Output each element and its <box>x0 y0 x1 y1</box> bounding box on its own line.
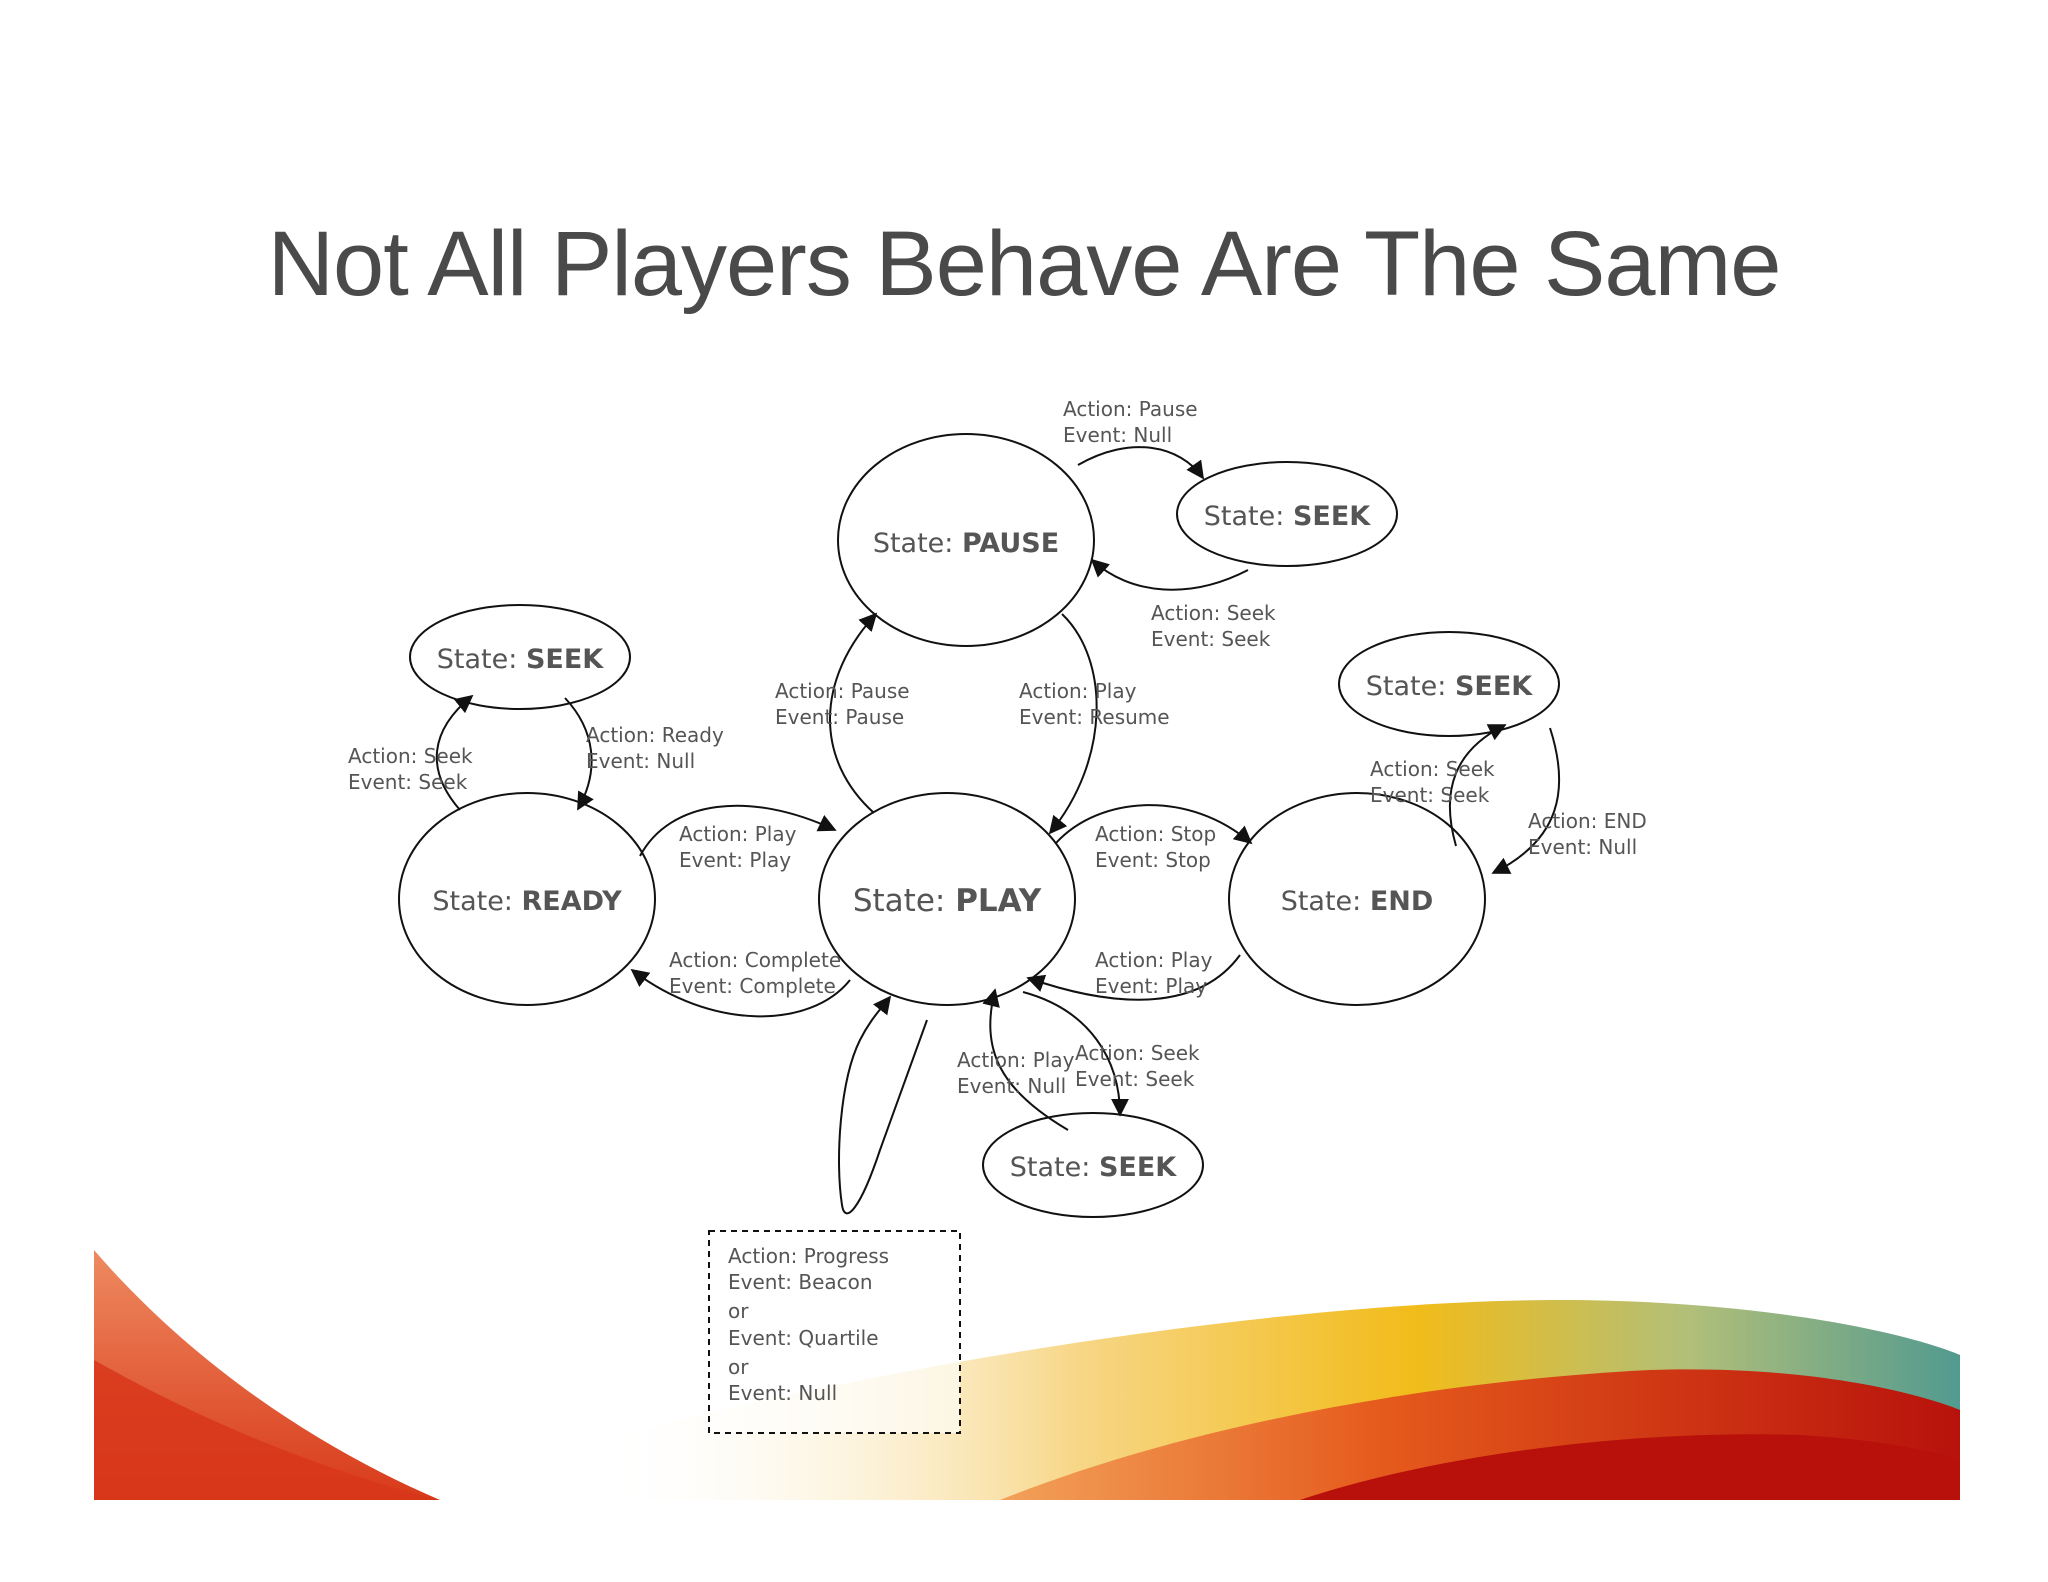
progress-note-line: Event: Quartile <box>728 1326 879 1350</box>
edge-play-to-pause <box>829 612 878 814</box>
svg-text:Event: Stop: Event: Stop <box>1095 848 1211 872</box>
edge-pause-to-seek <box>1077 446 1205 480</box>
state-seek-ready: State: SEEK <box>409 604 631 710</box>
edge-progress-self-loop <box>838 995 928 1215</box>
label-pause-to-play: Action: Play Event: Resume <box>1019 679 1170 729</box>
svg-text:Action: Play: Action: Play <box>957 1048 1075 1072</box>
state-seek-play: State: SEEK <box>982 1112 1204 1218</box>
svg-text:State: SEEK: State: SEEK <box>1010 1152 1177 1183</box>
state-end: State: END <box>1228 792 1486 1006</box>
progress-note-line: Action: Progress <box>728 1244 889 1268</box>
progress-note-line: Event: Beacon <box>728 1270 873 1294</box>
label-play-to-end: Action: Stop Event: Stop <box>1095 822 1216 872</box>
svg-text:Action: Complete: Action: Complete <box>669 948 841 972</box>
svg-text:Action: END: Action: END <box>1528 809 1647 833</box>
progress-note-line: or <box>728 1299 749 1323</box>
svg-text:Action: Play: Action: Play <box>1019 679 1137 703</box>
svg-text:Action: Seek: Action: Seek <box>1075 1041 1200 1065</box>
label-ready-to-play: Action: Play Event: Play <box>679 822 797 872</box>
state-play: State: PLAY <box>818 792 1076 1006</box>
progress-note: Action: Progress Event: Beacon or Event:… <box>708 1230 961 1434</box>
edge-seek-to-end <box>1491 727 1561 874</box>
svg-text:Event: Null: Event: Null <box>1528 835 1637 859</box>
svg-text:Action: Ready: Action: Ready <box>586 723 724 747</box>
state-seek-pause: State: SEEK <box>1176 461 1398 567</box>
svg-text:Event: Complete: Event: Complete <box>669 974 836 998</box>
svg-text:Action: Play: Action: Play <box>679 822 797 846</box>
label-end-to-play: Action: Play Event: Play <box>1095 948 1213 998</box>
svg-text:Event: Seek: Event: Seek <box>1151 627 1271 651</box>
svg-text:Action: Pause: Action: Pause <box>1063 397 1198 421</box>
state-prefix: State: <box>873 528 962 559</box>
progress-note-line: Event: Null <box>728 1381 837 1405</box>
svg-text:State: SEEK: State: SEEK <box>1366 671 1533 702</box>
svg-text:Event: Seek: Event: Seek <box>1370 783 1490 807</box>
svg-text:Event: Seek: Event: Seek <box>348 770 468 794</box>
svg-text:State: PLAY: State: PLAY <box>853 883 1042 919</box>
svg-text:Action: Seek: Action: Seek <box>1151 601 1276 625</box>
edge-play-to-end <box>1055 804 1253 845</box>
state-ready: State: READY <box>398 792 656 1006</box>
svg-text:Event: Pause: Event: Pause <box>775 705 904 729</box>
label-ready-to-seek: Action: Seek Event: Seek <box>348 744 473 794</box>
label-pause-to-seek: Action: Pause Event: Null <box>1063 397 1198 447</box>
svg-text:State: PAUSE: State: PAUSE <box>873 528 1059 559</box>
svg-text:Action: Seek: Action: Seek <box>348 744 473 768</box>
label-seek-to-end: Action: END Event: Null <box>1528 809 1647 859</box>
label-seek-to-play: Action: Play Event: Null <box>957 1048 1075 1098</box>
svg-text:Event: Seek: Event: Seek <box>1075 1067 1195 1091</box>
svg-text:State: END: State: END <box>1281 886 1434 917</box>
edge-play-to-ready <box>630 968 851 1018</box>
label-play-to-seek: Action: Seek Event: Seek <box>1075 1041 1200 1091</box>
svg-text:Action: Stop: Action: Stop <box>1095 822 1216 846</box>
edge-ready-to-play <box>639 804 837 857</box>
edge-seek-to-play <box>982 988 1069 1131</box>
svg-text:Event: Null: Event: Null <box>1063 423 1172 447</box>
svg-text:State: READY: State: READY <box>432 886 622 917</box>
label-seek-to-pause: Action: Seek Event: Seek <box>1151 601 1276 651</box>
svg-text:Action: Play: Action: Play <box>1095 948 1213 972</box>
svg-text:Action: Pause: Action: Pause <box>775 679 910 703</box>
edge-seek-to-pause <box>1090 558 1249 591</box>
svg-text:State: SEEK: State: SEEK <box>437 644 604 675</box>
state-pause: State: PAUSE <box>837 433 1095 647</box>
edge-end-to-seek <box>1448 724 1507 847</box>
svg-text:Event: Play: Event: Play <box>679 848 791 872</box>
slide-title: Not All Players Behave Are The Same <box>267 213 1782 315</box>
state-name: PAUSE <box>962 528 1059 559</box>
edge-seek-to-ready <box>564 697 594 811</box>
svg-text:Event: Null: Event: Null <box>957 1074 1066 1098</box>
label-play-to-pause: Action: Pause Event: Pause <box>775 679 910 729</box>
edge-pause-to-play <box>1048 613 1098 835</box>
label-play-to-ready: Action: Complete Event: Complete <box>669 948 841 998</box>
svg-text:Event: Resume: Event: Resume <box>1019 705 1170 729</box>
svg-text:Action: Seek: Action: Seek <box>1370 757 1495 781</box>
svg-text:State: SEEK: State: SEEK <box>1204 501 1371 532</box>
label-end-to-seek: Action: Seek Event: Seek <box>1370 757 1495 807</box>
label-seek-to-ready: Action: Ready Event: Null <box>586 723 724 773</box>
svg-text:Event: Play: Event: Play <box>1095 974 1207 998</box>
svg-text:Event: Null: Event: Null <box>586 749 695 773</box>
state-seek-end: State: SEEK <box>1338 631 1560 737</box>
edge-ready-to-seek <box>435 694 474 811</box>
progress-note-line: or <box>728 1355 749 1379</box>
edge-play-to-seek <box>1022 991 1129 1117</box>
edge-end-to-play <box>1026 954 1241 1001</box>
